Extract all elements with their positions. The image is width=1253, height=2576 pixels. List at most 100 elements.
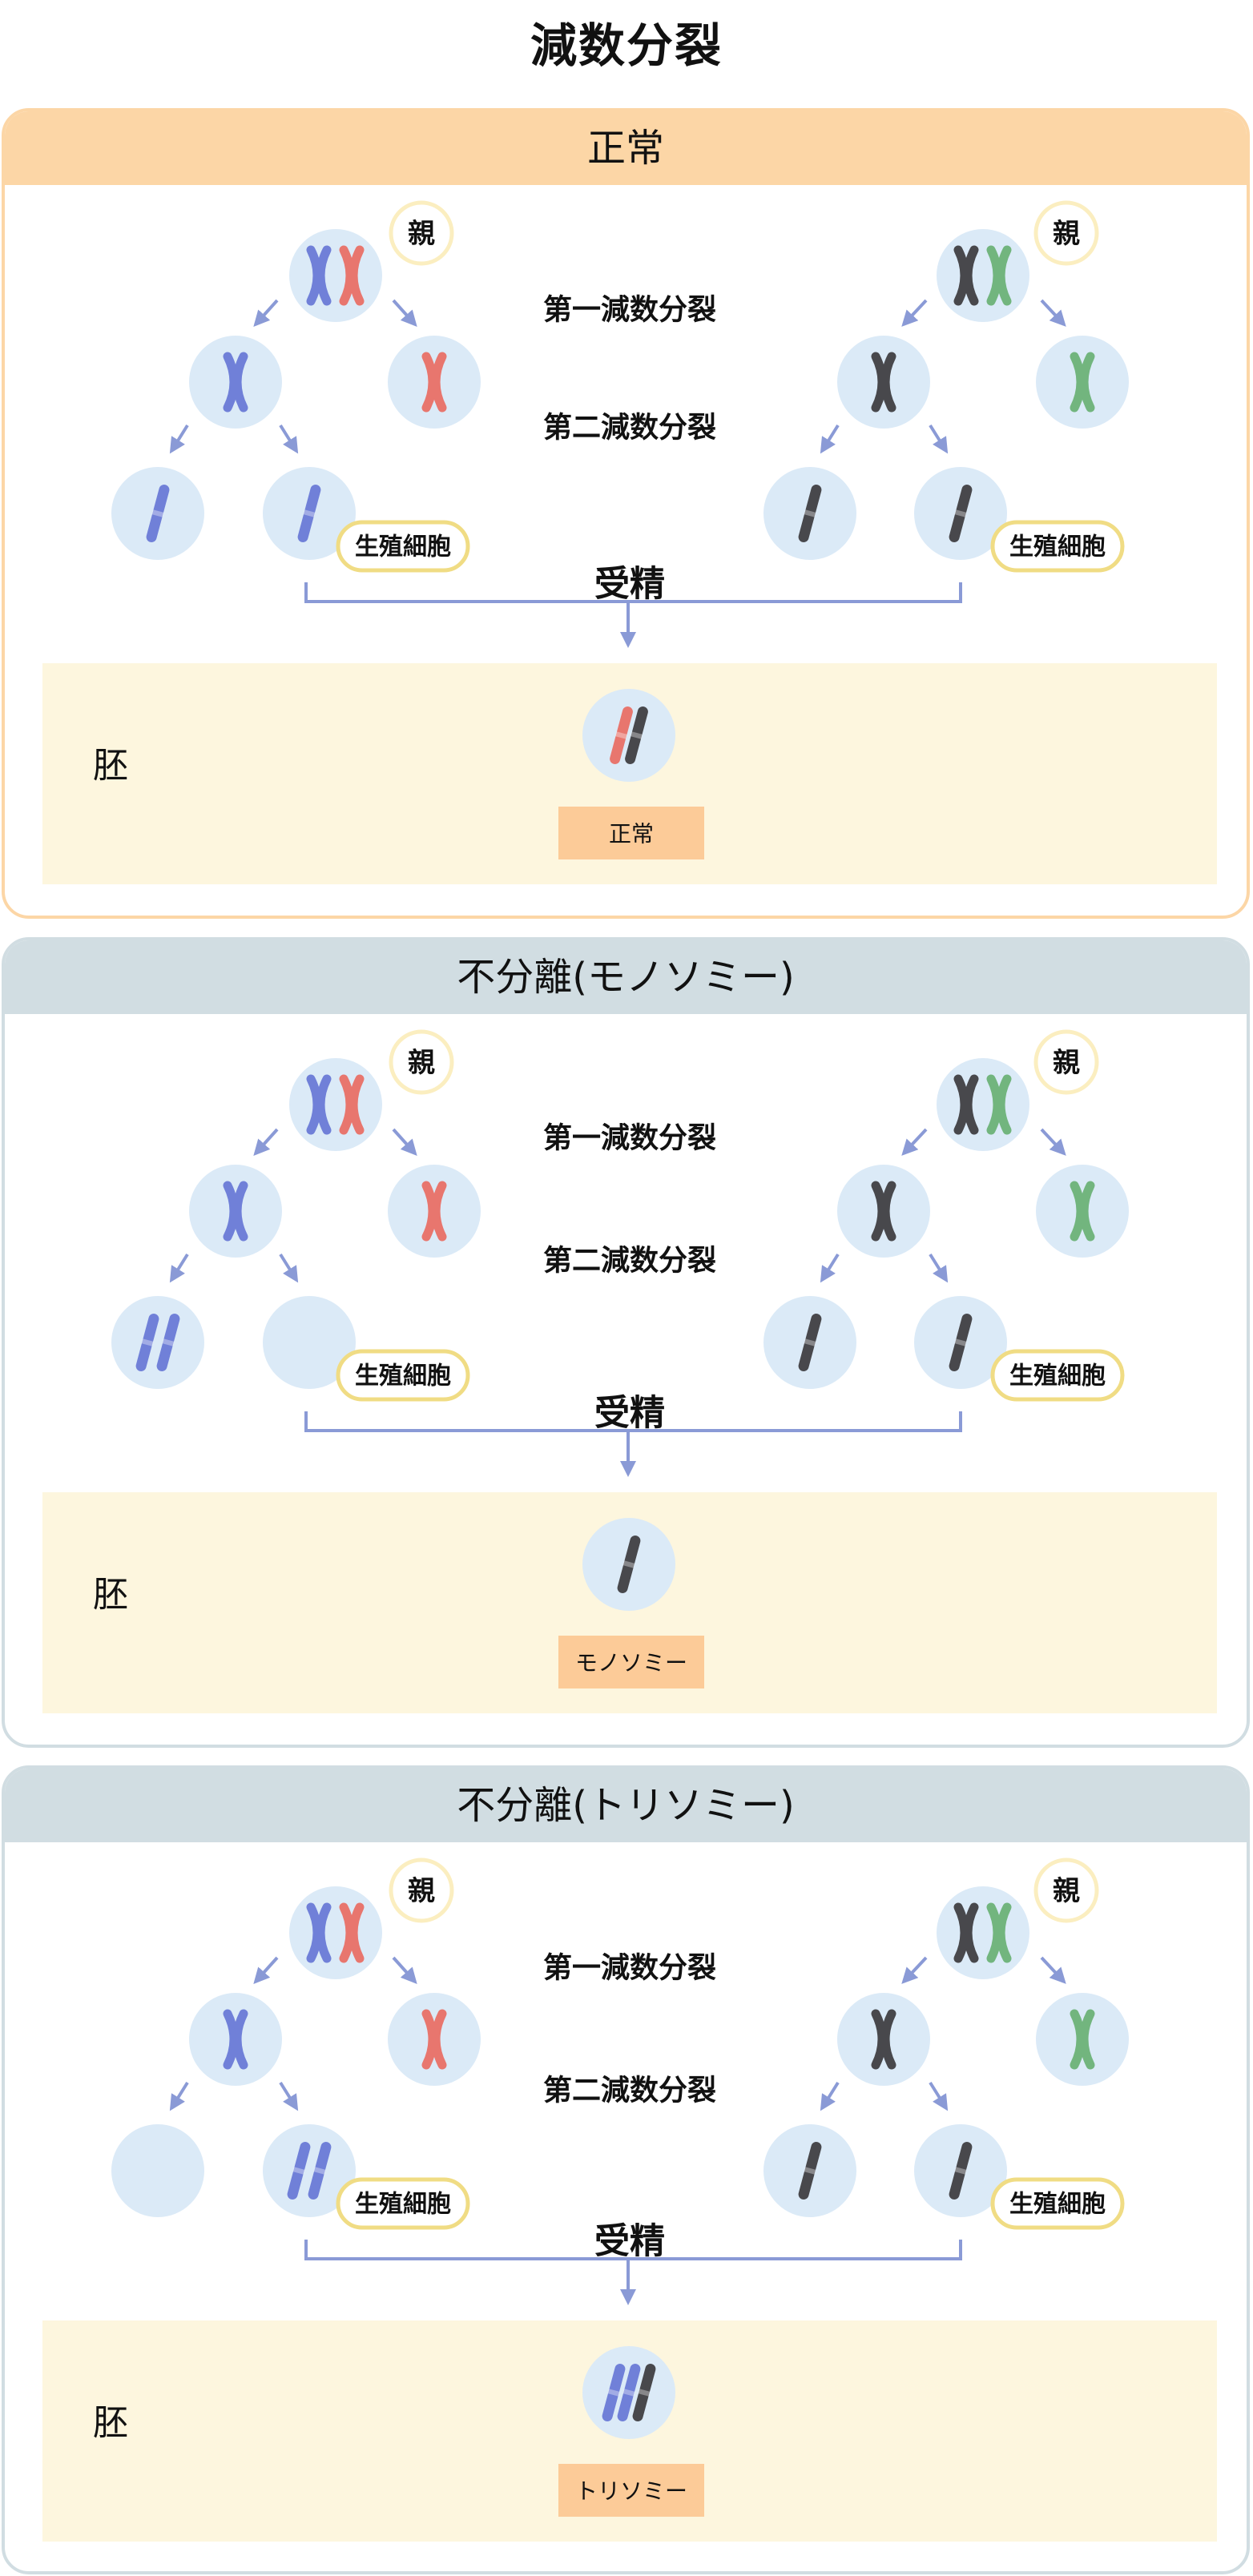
parent-badge — [389, 200, 454, 266]
panel-title: 正常 — [586, 126, 664, 171]
gamete-tag-label: 生殖細胞 — [355, 1362, 451, 1391]
arrow — [169, 424, 189, 454]
chromosome — [871, 1181, 896, 1242]
panel-header: 不分離(トリソミー) — [5, 1769, 1247, 1842]
chromosome — [949, 1314, 973, 1371]
gamete-tag — [990, 520, 1125, 573]
fertilization-label: 受精 — [594, 564, 665, 605]
chromosome — [632, 2364, 656, 2421]
cell — [937, 1058, 1029, 1151]
meiosis-1-label: 第一減数分裂 — [543, 294, 716, 327]
chromosome — [223, 352, 248, 413]
chromosome — [953, 245, 979, 306]
arrow — [820, 1253, 840, 1283]
panel-trisomy: 不分離(トリソミー) 親生殖細胞親生殖細胞第一減数分裂第二減数分裂受精胚トリソミ… — [2, 1765, 1250, 2574]
embryo-label: 胚 — [93, 746, 128, 787]
parent-badge-label: 親 — [408, 218, 435, 250]
chromosome — [421, 352, 447, 413]
arrow — [392, 1128, 417, 1156]
cell — [289, 1886, 382, 1979]
chromosome — [421, 2009, 447, 2070]
chromosome — [146, 485, 170, 542]
arrow — [392, 299, 417, 327]
arrow — [929, 1253, 949, 1283]
chromosome — [617, 1536, 641, 1593]
chromosome — [871, 352, 896, 413]
chromosome — [798, 2142, 822, 2200]
chromosome — [1070, 2009, 1095, 2070]
chromosome — [949, 485, 973, 542]
result-label: 正常 — [609, 821, 654, 847]
chromosome — [306, 245, 332, 306]
chromosome — [871, 2009, 896, 2070]
panel-monosomy: 不分離(モノソミー) 親生殖細胞親生殖細胞第一減数分裂第二減数分裂受精胚モノソミ… — [2, 937, 1250, 1748]
arrow — [929, 424, 949, 454]
parent-badge — [389, 1858, 454, 1923]
chromosome — [602, 2364, 626, 2421]
panel-title: 不分離(モノソミー) — [457, 955, 795, 1000]
gamete-tag — [336, 2177, 470, 2230]
chromosome — [953, 1074, 979, 1135]
gamete-tag — [990, 2177, 1125, 2230]
arrow — [279, 2081, 299, 2111]
cell — [937, 229, 1029, 322]
embryo-label: 胚 — [93, 2403, 128, 2444]
gamete-tag-label: 生殖細胞 — [1009, 1362, 1106, 1391]
parent-badge — [1033, 1029, 1099, 1095]
chromosome — [953, 1902, 979, 1963]
chromosome — [339, 1902, 365, 1963]
meiosis-2-label: 第二減数分裂 — [543, 412, 716, 445]
cell — [111, 2124, 204, 2217]
chromosome — [223, 1181, 248, 1242]
result-label: トリソミー — [575, 2478, 687, 2505]
fertilization-label: 受精 — [594, 2221, 665, 2262]
cell — [289, 229, 382, 322]
arrow — [1040, 1956, 1066, 1984]
arrow — [1040, 1128, 1066, 1156]
arrow — [901, 1956, 928, 1984]
fertilization-label: 受精 — [594, 1393, 665, 1434]
chromosome — [949, 2142, 973, 2200]
arrow — [253, 1128, 279, 1156]
parent-badge-label: 親 — [1053, 218, 1080, 250]
meiosis-1-label: 第一減数分裂 — [543, 1952, 716, 1985]
result-badge — [558, 2464, 704, 2517]
chromosome — [287, 2142, 311, 2200]
parent-badge-label: 親 — [1053, 1875, 1080, 1907]
cell — [111, 1296, 204, 1389]
arrow — [901, 1128, 928, 1156]
chromosome — [339, 1074, 365, 1135]
cell — [289, 1058, 382, 1151]
arrow — [169, 2081, 189, 2111]
result-badge — [558, 1636, 704, 1688]
parent-badge — [1033, 200, 1099, 266]
chromosome — [1070, 1181, 1095, 1242]
arrow — [253, 1956, 279, 1984]
chromosome — [306, 1902, 332, 1963]
chromosome — [617, 2364, 641, 2421]
panel-header: 不分離(モノソミー) — [5, 940, 1247, 1014]
cell — [263, 1296, 356, 1389]
arrow — [279, 1253, 299, 1283]
arrow — [929, 2081, 949, 2111]
panel-header: 正常 — [5, 111, 1247, 185]
parent-badge-label: 親 — [408, 1875, 435, 1907]
chromosome — [339, 245, 365, 306]
result-badge — [558, 807, 704, 859]
gamete-tag — [990, 1349, 1125, 1402]
parent-badge — [1033, 1858, 1099, 1923]
parent-badge — [389, 1029, 454, 1095]
gamete-tag-label: 生殖細胞 — [355, 2191, 451, 2219]
page-title: 減数分裂 — [530, 18, 723, 73]
gamete-tag-label: 生殖細胞 — [1009, 533, 1106, 561]
cell — [582, 689, 675, 782]
meiosis-1-label: 第一減数分裂 — [543, 1122, 716, 1155]
gamete-tag — [336, 520, 470, 573]
panel-title: 不分離(トリソミー) — [457, 1783, 795, 1828]
